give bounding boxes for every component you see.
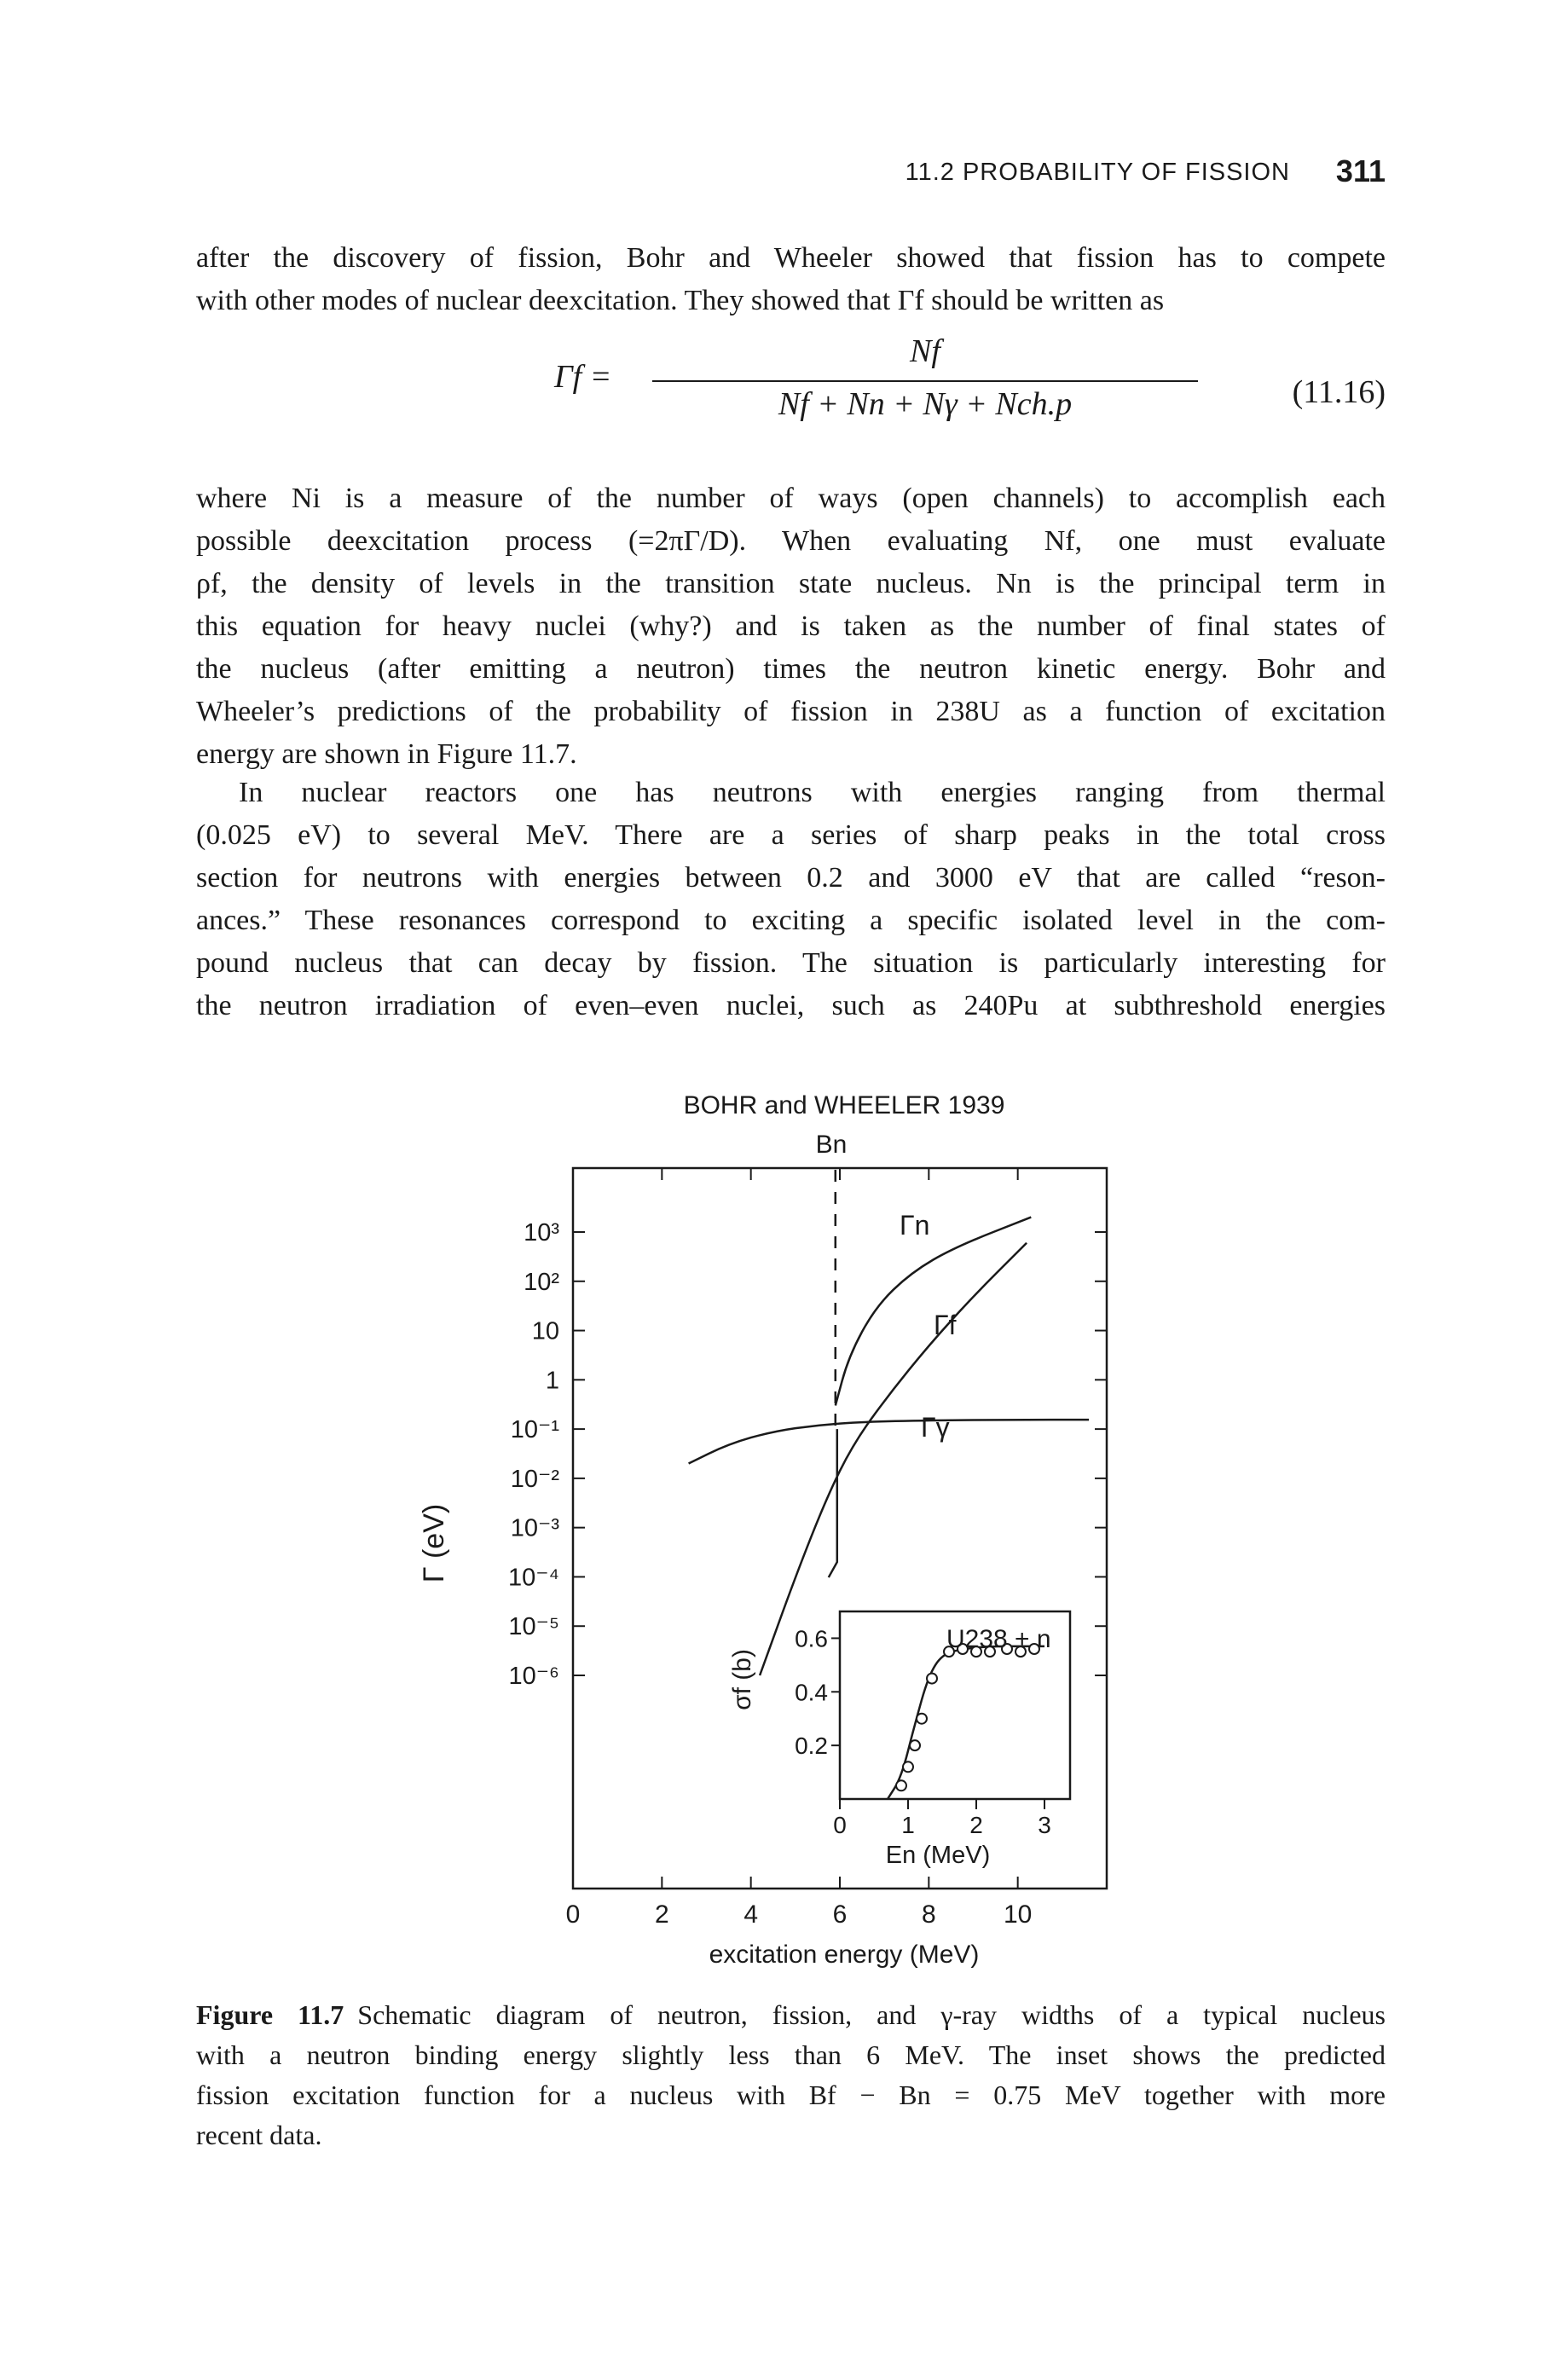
x-tick-label: 4 [743, 1900, 758, 1929]
text-line: pound nucleus that can decay by fission.… [196, 947, 1386, 979]
inset-y-tick-label: 0.4 [795, 1679, 828, 1705]
inset-y-tick-label: 0.2 [795, 1733, 828, 1759]
inset-data-point [970, 1646, 982, 1658]
page-number: 311 [1335, 153, 1386, 188]
text-line: ρf, the density of levels in the transit… [196, 568, 1386, 599]
text-line: with other modes of nuclear deexcitation… [196, 285, 1165, 316]
y-tick-label: 10⁻⁵ [508, 1613, 559, 1640]
caption-line: Figure 11.7 Schematic diagram of neutron,… [196, 1995, 1386, 2035]
equation-fraction: Nf Nf + Nn + Nγ + Nch.p [652, 333, 1198, 423]
inset-x-tick-label: 1 [901, 1812, 915, 1838]
y-tick-label: 10⁻³ [511, 1515, 560, 1542]
x-tick-label: 6 [833, 1900, 848, 1929]
y-axis-label: Γ (eV) [418, 1504, 450, 1582]
y-tick-label: 10⁻⁴ [508, 1564, 559, 1591]
text-line: In nuclear reactors one has neutrons wit… [239, 777, 1386, 808]
y-tick-label: 10⁻¹ [511, 1416, 560, 1443]
caption-line: with a neutron binding energy slightly l… [196, 2039, 1386, 2070]
paragraph-3: In nuclear reactors one has neutrons wit… [196, 772, 1386, 1027]
inset-y-label: σf (b) [728, 1649, 756, 1710]
caption-line: recent data. [196, 2120, 322, 2150]
series-label: Γn [900, 1210, 929, 1241]
inset-data-point [916, 1712, 928, 1725]
running-head: 11.2 PROBABILITY OF FISSION 311 [196, 153, 1386, 196]
text-line: ances.” These resonances correspond to e… [196, 905, 1386, 936]
figure-caption: Figure 11.7 Schematic diagram of neutron,… [196, 1995, 1386, 2155]
equation-numerator: Nf [910, 333, 940, 369]
inset-x-tick-label: 3 [1038, 1812, 1051, 1838]
text-line: possible deexcitation process (=2πΓ/D). … [196, 525, 1386, 557]
inset-data-point [943, 1646, 955, 1658]
inset-x-label: En (MeV) [886, 1842, 990, 1869]
series-Γγ-line [688, 1418, 1090, 1465]
text-line: Wheeler’s predictions of the probability… [196, 696, 1386, 727]
y-tick-label: 10⁻² [511, 1466, 560, 1493]
equation-lhs: Γf = [554, 359, 612, 395]
caption-label: Figure 11.7 [196, 1999, 344, 2030]
inset-data-point [902, 1761, 914, 1773]
inset-curve [886, 1645, 1044, 1800]
bn-label: Bn [816, 1131, 848, 1159]
text-line: section for neutrons with energies betwe… [196, 862, 1386, 894]
series-Γn-line [834, 1216, 1032, 1406]
inset-x-tick-label: 2 [969, 1812, 983, 1838]
inset-label: U238 + n [946, 1625, 1051, 1653]
figure-11-7: BOHR and WHEELER 1939 Bn excitation ener… [0, 1083, 1568, 1970]
equation-11-16: Γf = Nf Nf + Nn + Nγ + Nch.p (11.16) [196, 333, 1386, 460]
inset-data-point [895, 1779, 907, 1792]
widths-chart: BOHR and WHEELER 1939 Bn excitation ener… [418, 1091, 1108, 1969]
inset-x-tick-label: 0 [833, 1812, 847, 1838]
x-tick-label: 2 [655, 1900, 669, 1929]
inset-data-point [909, 1739, 921, 1752]
y-tick-label: 1 [546, 1367, 559, 1394]
chart-title: BOHR and WHEELER 1939 [684, 1091, 1005, 1119]
caption-line: fission excitation function for a nucleu… [196, 2080, 1386, 2110]
equation-number: (11.16) [1292, 374, 1386, 410]
inset-data-point [1028, 1643, 1040, 1655]
series-label: Γf [934, 1310, 957, 1340]
y-tick-label: 10³ [524, 1219, 559, 1247]
x-tick-label: 8 [922, 1900, 936, 1929]
paragraph-2: where Ni is a measure of the number of w… [196, 477, 1386, 776]
series-Γf-line [758, 1241, 1027, 1676]
fraction-bar [652, 380, 1198, 382]
text-line: the nucleus (after emitting a neutron) t… [196, 653, 1386, 685]
text-line: energy are shown in Figure 11.7. [196, 738, 577, 770]
text-line: after the discovery of fission, Bohr and… [196, 242, 1386, 274]
inset-data-point [1015, 1646, 1027, 1658]
equation-denominator: Nf + Nn + Nγ + Nch.p [778, 386, 1073, 422]
y-tick-label: 10² [524, 1269, 559, 1296]
text-line: where Ni is a measure of the number of w… [196, 483, 1386, 514]
paragraph-1: after the discovery of fission, Bohr and… [196, 237, 1386, 322]
text-line: the neutron irradiation of even–even nuc… [196, 990, 1386, 1021]
text-line: (0.025 eV) to several MeV. There are a s… [196, 819, 1386, 851]
inset-data-point [926, 1672, 938, 1685]
series-label: Γγ [921, 1412, 950, 1443]
running-title: 11.2 PROBABILITY OF FISSION [905, 159, 1290, 186]
inset-frame [838, 1610, 1072, 1801]
y-tick-label: 10⁻⁶ [508, 1663, 559, 1690]
x-axis-label: excitation energy (MeV) [709, 1941, 980, 1969]
caption-text: Schematic diagram of neutron, fission, a… [357, 1999, 1386, 2030]
inset-data-point [957, 1643, 969, 1655]
inset-data-point [984, 1646, 996, 1658]
inset-data-point [1001, 1643, 1013, 1655]
x-tick-label: 10 [1004, 1900, 1032, 1929]
text-line: this equation for heavy nuclei (why?) an… [196, 610, 1386, 642]
x-tick-label: 0 [566, 1900, 581, 1929]
gamma-n-threshold-line [827, 1429, 839, 1578]
inset-y-tick-label: 0.6 [795, 1625, 828, 1652]
y-tick-label: 10 [532, 1318, 559, 1345]
